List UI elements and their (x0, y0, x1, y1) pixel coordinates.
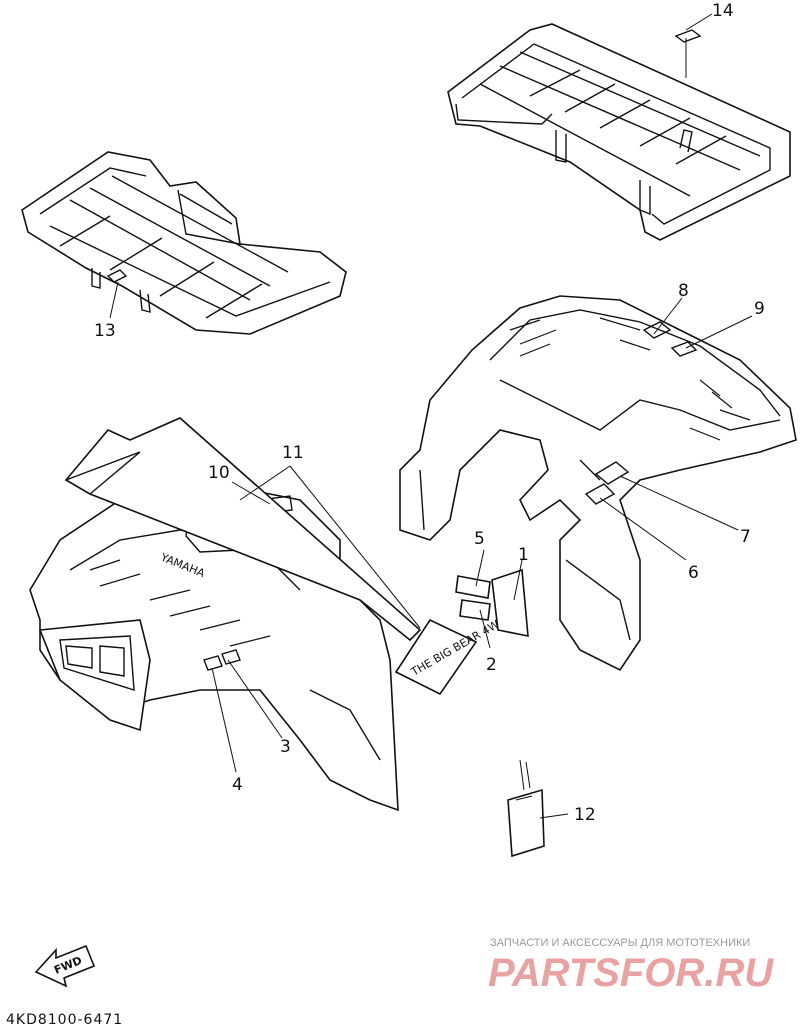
callout-3: 3 (280, 737, 291, 757)
callout-4: 4 (232, 775, 243, 795)
callout-12: 12 (574, 805, 596, 825)
fwd-arrow-icon: FWD (34, 944, 96, 988)
callout-13: 13 (94, 321, 116, 341)
callout-7: 7 (740, 527, 751, 547)
callout-2: 2 (486, 655, 497, 675)
callouts: 1 2 3 4 5 6 7 8 9 10 11 12 13 14 (94, 1, 765, 825)
rear-carrier (447, 23, 791, 241)
callout-5: 5 (474, 529, 485, 549)
callout-6: 6 (688, 563, 699, 583)
front-carrier (21, 151, 347, 335)
leader-lines (109, 13, 753, 819)
decal-11-sheet (64, 417, 422, 642)
callout-10: 10 (208, 463, 230, 483)
callout-14: 14 (712, 1, 734, 21)
rear-fender (399, 295, 797, 672)
callout-1: 1 (518, 545, 529, 565)
tag-12 (507, 759, 545, 858)
callout-8: 8 (678, 281, 689, 301)
watermark-tagline: ЗАПЧАСТИ И АКСЕССУАРЫ ДЛЯ МОТОТЕХНИКИ (490, 937, 750, 949)
watermark-logo: PARTSFOR.RU (488, 951, 774, 995)
callout-9: 9 (754, 299, 765, 319)
small-decals (455, 568, 529, 637)
drawing-code: 4KD8100-6471 (6, 1012, 123, 1028)
callout-11: 11 (282, 443, 304, 463)
watermark: ЗАПЧАСТИ И АКСЕССУАРЫ ДЛЯ МОТОТЕХНИКИ PA… (488, 937, 774, 995)
